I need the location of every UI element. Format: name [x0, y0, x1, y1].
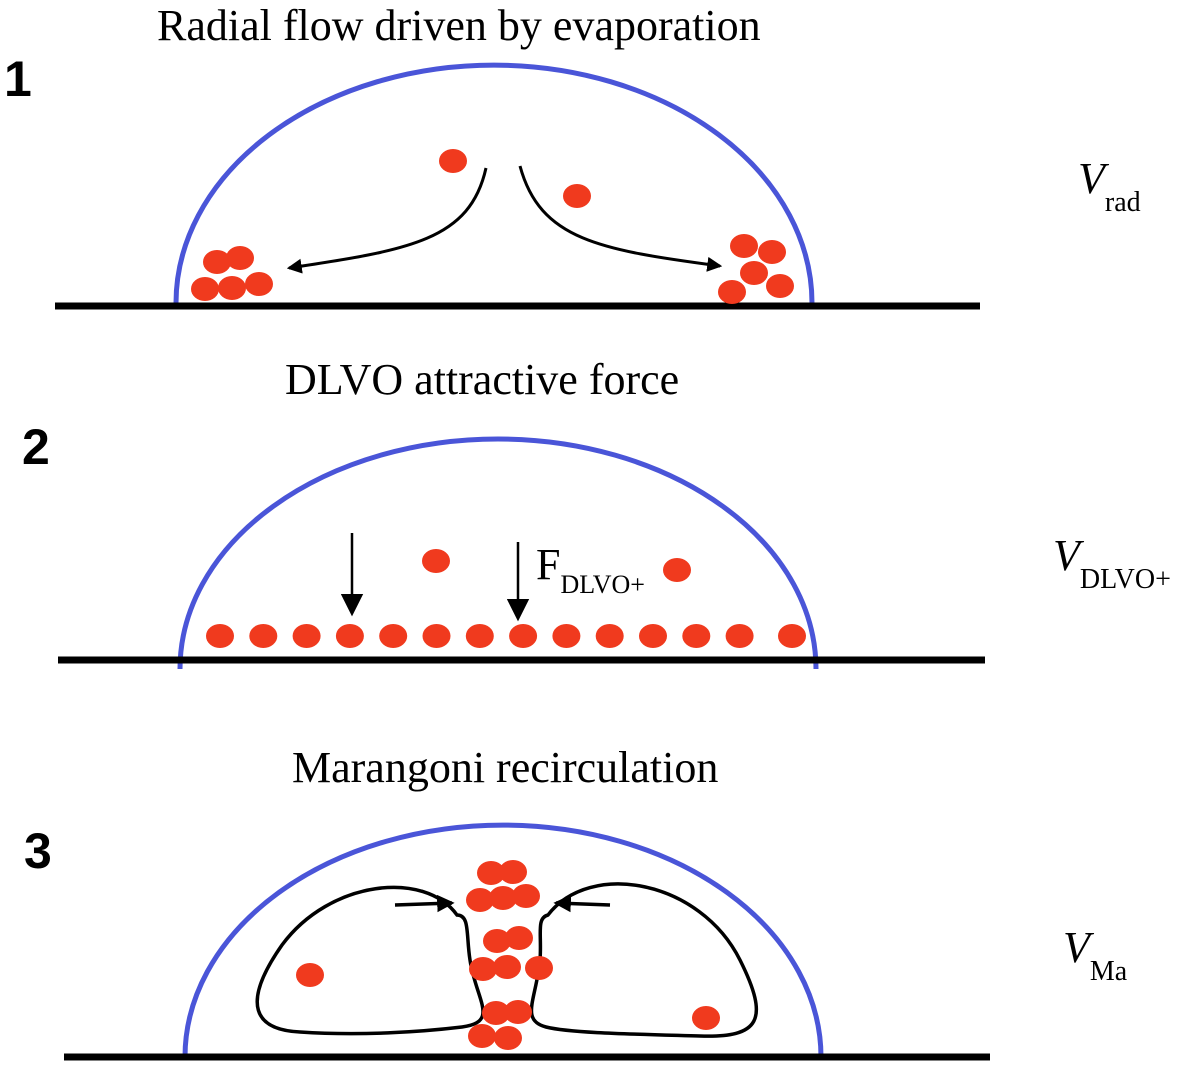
panel-3-loop-arrow-left — [394, 894, 455, 913]
panel-2-force-symbol: F — [536, 540, 561, 589]
panel-2-particle — [682, 624, 711, 648]
panel-3-title: Marangoni recirculation — [292, 743, 719, 792]
panel-2-particle — [725, 624, 754, 648]
panel-1-velocity-subscript: rad — [1104, 187, 1141, 218]
panel-2-velocity-subscript: DLVO+ — [1079, 564, 1171, 595]
panel-2-particle — [335, 624, 364, 648]
panel-3-particle — [504, 1000, 532, 1024]
panel-1-particle — [191, 277, 219, 301]
panel-1-particle — [740, 261, 768, 285]
panel-3-velocity-symbol: V — [1063, 923, 1090, 972]
panel-1-particle — [203, 250, 231, 274]
panel-2-particle — [206, 624, 234, 648]
panel-2-title: DLVO attractive force — [285, 355, 680, 404]
panel-1-flow-arrow-right — [518, 165, 723, 272]
panel-2-particles — [206, 549, 806, 648]
panel-1-velocity-symbol: V — [1078, 154, 1105, 203]
panel-3-graphic — [64, 822, 990, 1061]
panel-3-number: 3 — [24, 823, 52, 879]
panel-1-graphic — [55, 62, 980, 310]
panel-3-velocity-subscript: Ma — [1089, 956, 1128, 987]
panel-1-particle — [730, 234, 758, 258]
panel-2-particle — [663, 558, 691, 582]
panel-1-particle — [218, 276, 246, 300]
panel-1-particle — [439, 149, 467, 173]
panel-2-velocity-label: VDLVO+ — [1053, 530, 1171, 595]
panel-3-particle — [494, 1026, 522, 1050]
panel-2-particle — [639, 624, 667, 648]
panel-1-flow-arrow-left — [286, 167, 488, 274]
panel-1-title: Radial flow driven by evaporation — [157, 1, 761, 50]
panel-2-particle — [379, 624, 408, 648]
panel-2-force-subscript: DLVO+ — [560, 570, 645, 599]
panel-1-number: 1 — [4, 51, 32, 107]
panel-2-particle — [292, 624, 321, 648]
panel-2-particle — [422, 549, 450, 573]
panel-3-loop-arrow-right — [553, 894, 611, 913]
panel-3-particle — [489, 886, 517, 910]
panel-3-particle — [692, 1006, 720, 1030]
panel-1-particle — [758, 240, 786, 264]
panel-3-recirculation-loop-right — [529, 882, 759, 1038]
panel-2-droplet-outline — [177, 436, 819, 670]
panel-1-particle — [766, 274, 794, 298]
panel-2-particle — [552, 624, 581, 648]
panel-2-graphic — [58, 436, 985, 670]
panel-3-particle — [483, 929, 511, 953]
panel-1-particle — [718, 280, 746, 304]
panel-2-particle — [422, 624, 451, 648]
panel-2-particle — [778, 624, 806, 648]
panel-3-particle — [469, 957, 497, 981]
panel-2-particle — [249, 624, 278, 648]
panel-3-particle — [512, 884, 540, 908]
panel-1-velocity-label: Vrad — [1078, 153, 1141, 218]
panel-1-particle — [563, 184, 591, 208]
panel-3-particle — [499, 860, 527, 884]
panel-3-particle — [505, 926, 533, 950]
panel-1-particle — [245, 272, 273, 296]
panel-2-force-label: FDLVO+ — [536, 539, 645, 599]
panel-1-particles — [191, 149, 794, 304]
panel-3-droplet-outline — [182, 822, 824, 1058]
panel-3-particle — [296, 963, 324, 987]
panel-1-particle — [226, 246, 254, 270]
panel-2-particle — [509, 624, 538, 648]
panel-3-particle — [477, 861, 505, 885]
panel-2-particle — [595, 624, 624, 648]
panel-2-particle — [465, 624, 494, 648]
panel-3-particle — [466, 888, 494, 912]
panel-3-recirculation-loop-left — [255, 885, 485, 1036]
panel-3-particle — [493, 955, 521, 979]
panel-3-particle — [468, 1024, 496, 1048]
panel-3-particle — [525, 956, 553, 980]
panel-2-velocity-symbol: V — [1053, 531, 1080, 580]
panel-3-particle — [482, 1001, 510, 1025]
panel-2-number: 2 — [22, 419, 50, 475]
panel-3-particles — [296, 860, 720, 1050]
panel-3-velocity-label: VMa — [1063, 922, 1127, 987]
panel-1-droplet-outline — [173, 62, 815, 304]
